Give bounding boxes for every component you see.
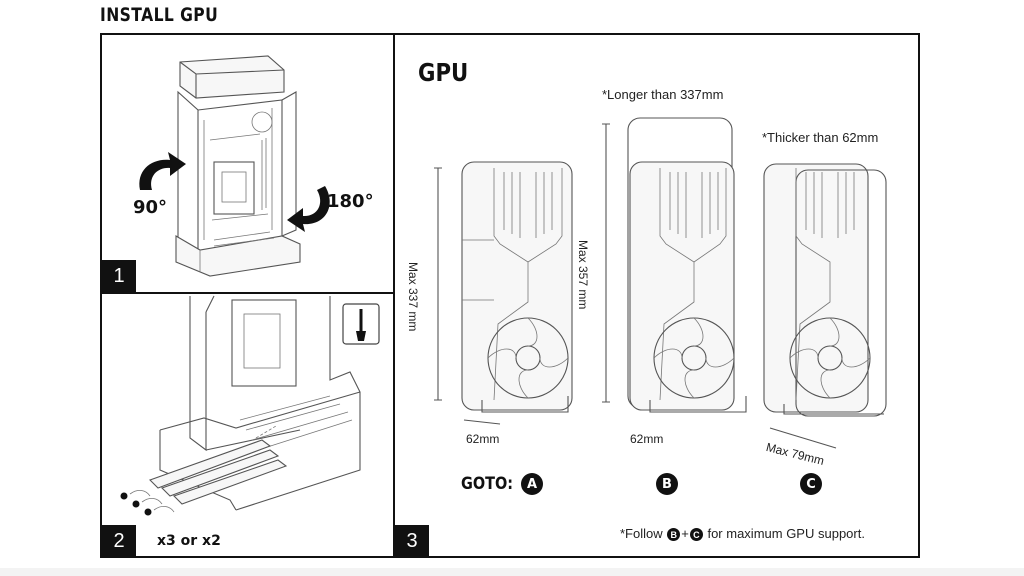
- width-b: 62mm: [630, 432, 664, 446]
- footer-b-badge: B: [667, 528, 681, 542]
- instruction-frame: [100, 33, 920, 558]
- step-number-2: 2: [102, 525, 136, 557]
- thicker-note: *Thicker than 62mm: [762, 130, 879, 145]
- longer-note: *Longer than 337mm: [602, 87, 724, 102]
- page-title: INSTALL GPU: [100, 4, 219, 26]
- rotate-180-label: 180°: [327, 191, 374, 212]
- goto-label: GOTO:: [461, 474, 514, 494]
- footer-note: *Follow B+C for maximum GPU support.: [620, 526, 865, 542]
- option-b-badge: B: [656, 473, 678, 495]
- bottom-strip: [0, 568, 1024, 576]
- step-number-1: 1: [102, 260, 136, 292]
- panel-divider-vertical: [393, 33, 395, 558]
- footer-c-badge: C: [689, 528, 703, 542]
- footer-suffix: for maximum GPU support.: [707, 526, 865, 541]
- option-c-badge: C: [800, 473, 822, 495]
- rotate-right-arrow-icon: [287, 186, 330, 232]
- option-a-badge: A: [521, 473, 543, 495]
- gpu-heading: GPU: [418, 58, 469, 87]
- panel-divider-horizontal: [100, 292, 395, 294]
- width-a: 62mm: [466, 432, 500, 446]
- rotate-90-label: 90°: [133, 197, 168, 218]
- footer-prefix: *Follow: [620, 526, 663, 541]
- screw-count-label: x3 or x2: [157, 533, 221, 549]
- footer-plus: +: [681, 526, 689, 541]
- screwdriver-icon: [342, 303, 380, 345]
- rotate-left-arrow-icon: [139, 152, 186, 190]
- step-number-3: 3: [395, 525, 429, 557]
